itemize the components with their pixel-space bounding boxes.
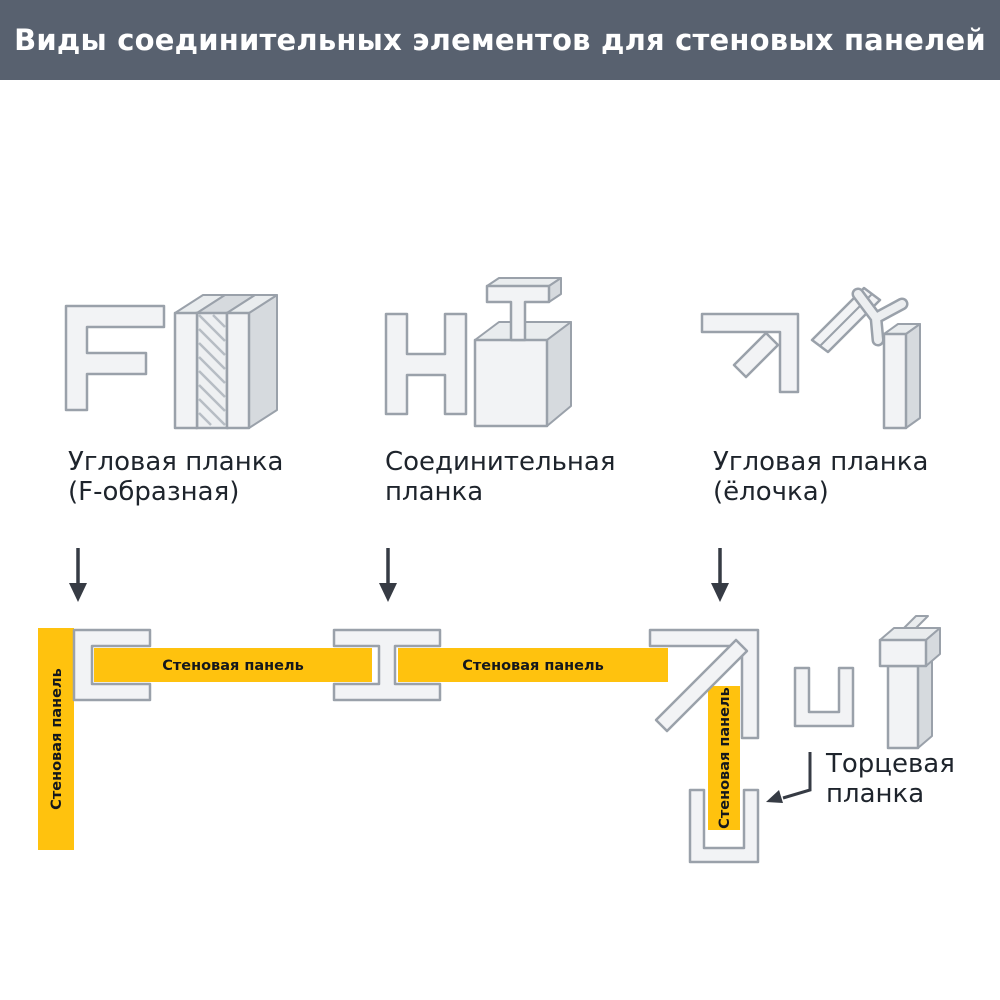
wall-panel-right-label: Стеновая панель (717, 687, 733, 829)
corner-bracket (648, 628, 760, 740)
wall-panel-top-2 (398, 648, 668, 682)
hatch-pattern (198, 314, 226, 426)
corner-profile-label-line1: Угловая планка (713, 447, 928, 477)
down-arrow-1 (69, 548, 87, 602)
corner-profile-label: Угловая планка (ёлочка) (713, 447, 928, 507)
header: Виды соединительных элементов для стенов… (0, 0, 1000, 80)
h-profile-label-line2: планка (385, 477, 483, 507)
h-profile-label: Соединительная планка (385, 447, 615, 507)
wall-panel-top-1 (94, 648, 372, 682)
assembly-diagram: Стеновая панель Стеновая панель Стеновая… (38, 615, 955, 864)
f-profile-label-line1: Угловая планка (68, 447, 283, 477)
f-profile-2d-icon (64, 304, 166, 412)
wall-panel-top-1-label: Стеновая панель (162, 658, 304, 674)
h-profile-label-line1: Соединительная (385, 447, 615, 477)
end-cap-2d-icon (793, 666, 855, 728)
wall-panel-right (708, 686, 740, 830)
h-bracket (332, 628, 442, 702)
end-trim-pointer (766, 752, 812, 803)
end-cap (688, 788, 760, 864)
f-profile-3d-icon (173, 294, 278, 430)
down-arrow-2 (379, 548, 397, 602)
wall-panel-top-2-label: Стеновая панель (462, 658, 604, 674)
f-profile-label-line2: (F-образная) (68, 477, 239, 507)
end-trim-label-line2: планка (826, 779, 924, 809)
corner-profile-2d-icon (700, 312, 800, 394)
corner-fin (654, 638, 749, 733)
diagram-canvas: Угловая планка (F-образная) Соединительн… (38, 277, 955, 864)
corner-profile-label-line2: (ёлочка) (713, 477, 829, 507)
corner-profile-3d-icon (810, 286, 921, 430)
wall-panel-left (38, 628, 74, 850)
wall-panel-left-label: Стеновая панель (49, 668, 65, 810)
f-profile-label: Угловая планка (F-образная) (68, 447, 283, 507)
h-profile-2d-icon (384, 312, 468, 416)
end-cap-3d-icon (878, 615, 941, 750)
down-arrow-3 (711, 548, 729, 602)
end-trim-label: Торцевая планка (825, 749, 955, 809)
f-bracket (72, 628, 152, 702)
h-profile-3d-icon (473, 277, 572, 428)
end-trim-label-line1: Торцевая (825, 749, 955, 779)
page-title: Виды соединительных элементов для стенов… (14, 23, 986, 57)
